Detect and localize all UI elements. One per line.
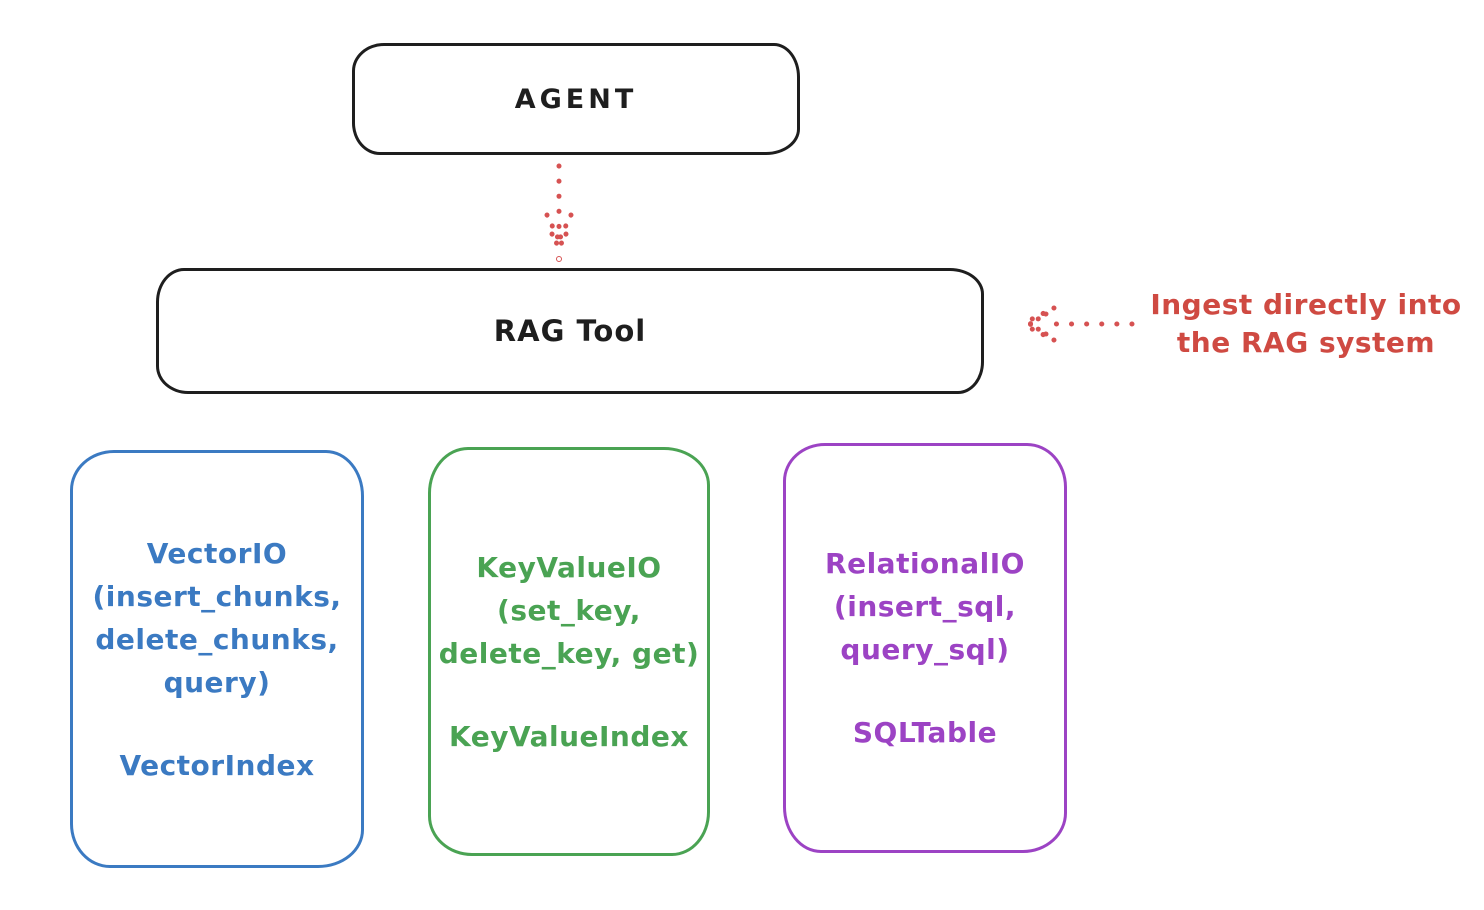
agent-box: AGENT: [352, 43, 800, 155]
keyvalueio-index-label: KeyValueIndex: [449, 719, 689, 753]
agent-to-ragtool-arrow-icon: [544, 163, 574, 262]
vectorio-index-label: VectorIndex: [119, 748, 315, 782]
vectorio-methods-line1: (insert_chunks,: [92, 579, 342, 613]
keyvalueio-methods-line2: delete_key, get): [438, 636, 700, 670]
keyvalueio-box: KeyValueIO (set_key, delete_key, get) Ke…: [428, 447, 710, 856]
rag-tool-box: RAG Tool: [156, 268, 984, 394]
keyvalueio-title: KeyValueIO: [476, 550, 662, 584]
agent-box-label: AGENT: [514, 83, 638, 115]
ingest-annotation-line2: the RAG system: [1176, 326, 1436, 359]
vectorio-methods-line2: delete_chunks,: [95, 622, 339, 656]
annotation-to-ragtool-arrow-icon: [1021, 305, 1135, 343]
vectorio-box: VectorIO (insert_chunks, delete_chunks, …: [70, 450, 364, 868]
relationalio-index-label: SQLTable: [852, 716, 998, 749]
vectorio-methods-line3: query): [163, 665, 271, 699]
ingest-annotation: Ingest directly into the RAG system: [1138, 286, 1474, 362]
relationalio-title: RelationalIO: [825, 547, 1025, 580]
relationalio-methods-line2: query_sql): [840, 633, 1010, 666]
relationalio-methods-line1: (insert_sql,: [833, 590, 1017, 623]
ingest-annotation-line1: Ingest directly into: [1150, 288, 1462, 321]
keyvalueio-methods-line1: (set_key,: [497, 593, 641, 627]
vectorio-title: VectorIO: [146, 536, 288, 570]
rag-tool-box-label: RAG Tool: [493, 314, 647, 348]
relationalio-box: RelationalIO (insert_sql, query_sql) SQL…: [783, 443, 1067, 853]
